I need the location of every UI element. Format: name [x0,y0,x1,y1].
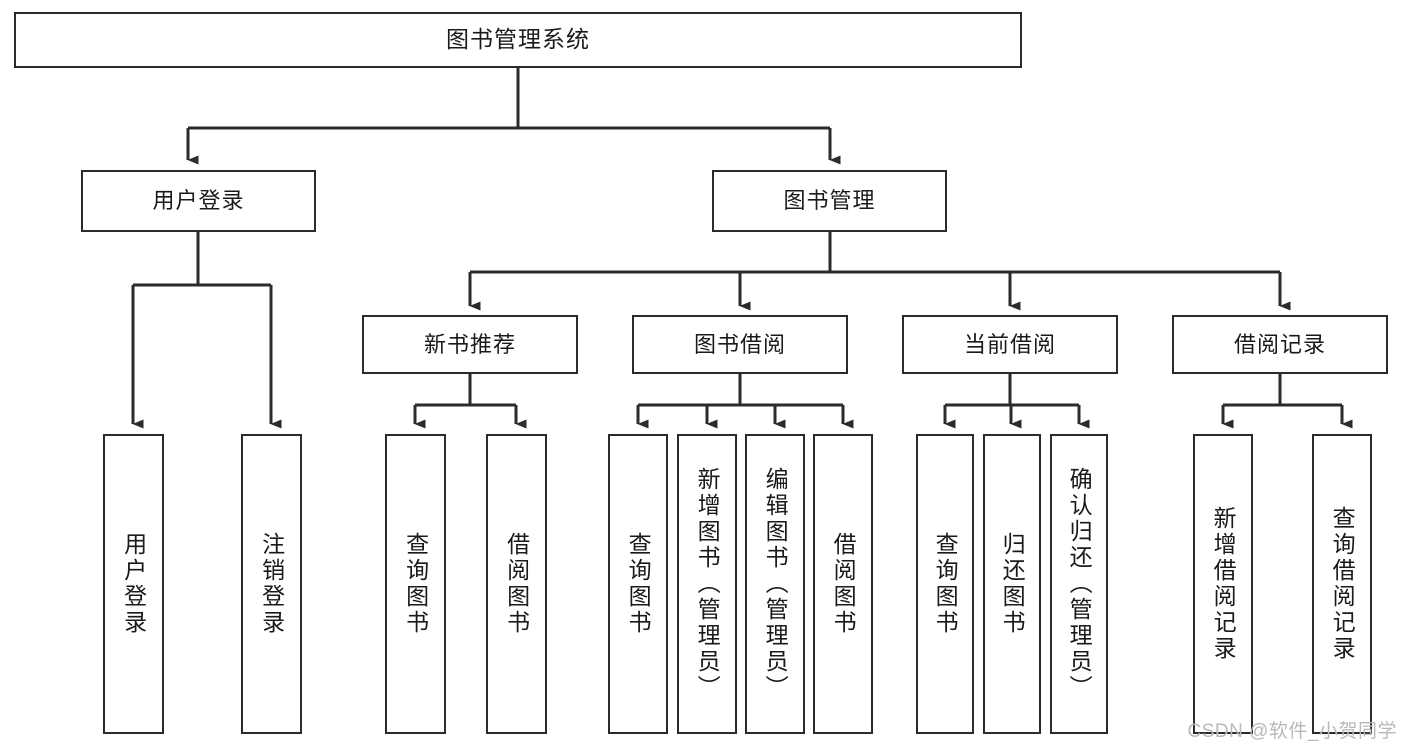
node-label: 借阅图书 [830,532,857,636]
node-label: 查询借阅记录 [1329,506,1356,662]
leaf-return-book[interactable]: 归还图书 [983,434,1041,734]
leaf-add-borrow-record[interactable]: 新增借阅记录 [1193,434,1253,734]
node-label: 用户登录 [152,188,245,214]
node-label: 新书推荐 [423,331,516,357]
leaf-user-login[interactable]: 用户登录 [103,434,164,734]
node-label: 图书管理系统 [446,26,590,53]
node-new-book-rec[interactable]: 新书推荐 [362,315,578,374]
leaf-borrow-book-borrow[interactable]: 借阅图书 [813,434,873,734]
node-label: 借阅图书 [503,532,530,636]
node-root-system[interactable]: 图书管理系统 [14,12,1022,68]
node-label: 图书管理 [783,188,876,214]
node-book-borrow[interactable]: 图书借阅 [632,315,848,374]
node-label: 查询图书 [625,532,652,636]
node-label: 归还图书 [999,532,1026,636]
leaf-user-logout[interactable]: 注销登录 [241,434,302,734]
node-label: 编辑图书（管理员） [762,467,789,701]
leaf-confirm-return-admin[interactable]: 确认归还（管理员） [1050,434,1108,734]
leaf-query-book-new-rec[interactable]: 查询图书 [385,434,446,734]
node-label: 新增借阅记录 [1210,506,1237,662]
node-label: 用户登录 [120,532,147,636]
node-label: 查询图书 [932,532,959,636]
node-user-login[interactable]: 用户登录 [81,170,316,232]
leaf-edit-book-admin[interactable]: 编辑图书（管理员） [745,434,805,734]
leaf-borrow-book-new-rec[interactable]: 借阅图书 [486,434,547,734]
node-label: 查询图书 [402,532,429,636]
node-book-manage[interactable]: 图书管理 [712,170,947,232]
node-current-borrow[interactable]: 当前借阅 [902,315,1118,374]
node-label: 借阅记录 [1233,331,1326,357]
node-borrow-record[interactable]: 借阅记录 [1172,315,1388,374]
leaf-query-book-borrow[interactable]: 查询图书 [608,434,668,734]
node-label: 确认归还（管理员） [1066,467,1093,701]
node-label: 新增图书（管理员） [694,467,721,701]
node-label: 注销登录 [258,532,285,636]
csdn-watermark: CSDN @软件_小贺同学 [1187,721,1397,742]
node-label: 图书借阅 [693,331,786,357]
leaf-add-book-admin[interactable]: 新增图书（管理员） [677,434,737,734]
leaf-query-borrow-record[interactable]: 查询借阅记录 [1312,434,1372,734]
leaf-query-book-current[interactable]: 查询图书 [916,434,974,734]
node-label: 当前借阅 [963,331,1056,357]
